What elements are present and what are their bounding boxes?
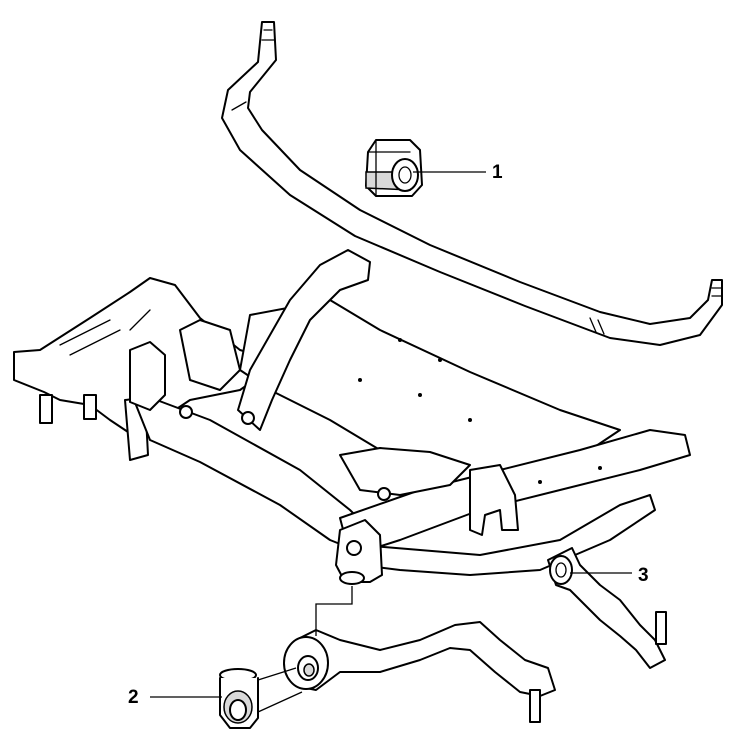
tension-strut — [547, 547, 667, 669]
callout-label-1: 1 — [492, 162, 503, 183]
callout-1: 1 — [413, 162, 503, 183]
stabilizer-bar — [221, 21, 723, 346]
assembly-guides — [257, 586, 353, 713]
control-arm-bushing — [219, 668, 259, 729]
lower-control-arm — [283, 621, 556, 723]
callout-2: 2 — [128, 687, 222, 708]
callout-label-3: 3 — [638, 565, 649, 586]
stabilizer-bar-bushing — [365, 139, 423, 197]
subframe — [13, 249, 691, 585]
callout-label-2: 2 — [128, 687, 139, 708]
callout-3: 3 — [570, 565, 649, 586]
